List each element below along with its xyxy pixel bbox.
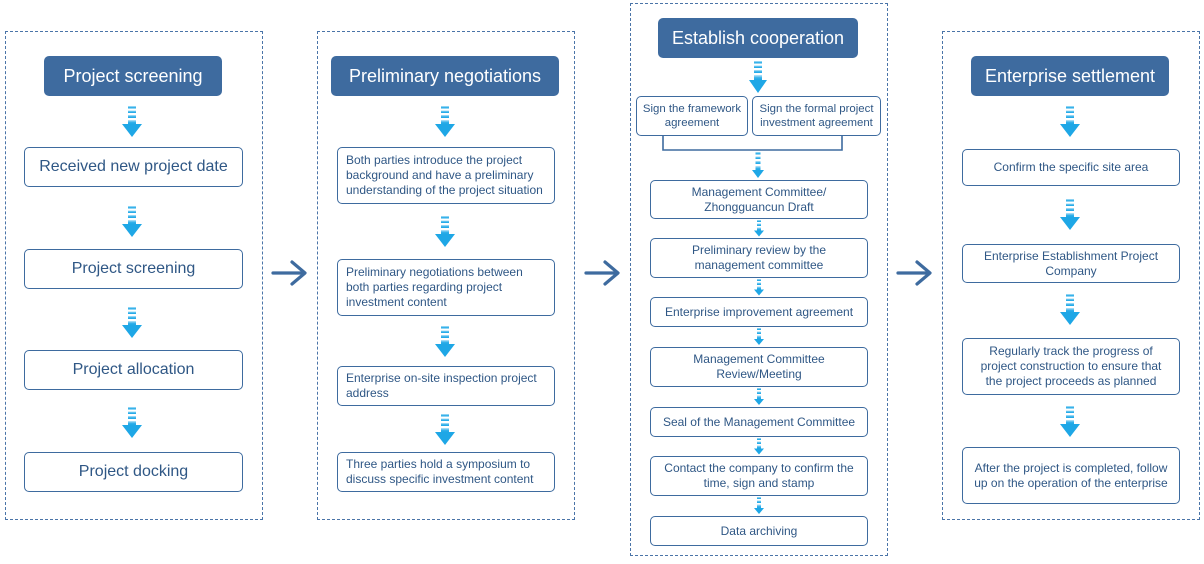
- stage-4-title: Enterprise settlement: [971, 56, 1169, 96]
- formal-agreement-box: Sign the formal project investment agree…: [752, 96, 881, 136]
- stage-1-step-1: Received new project date: [24, 147, 243, 187]
- stage-3-step-2: Preliminary review by the management com…: [650, 238, 868, 278]
- stage-4-step-4: After the project is completed, follow u…: [962, 447, 1180, 504]
- down-arrow-icon: [435, 414, 455, 445]
- down-arrow-icon: [122, 206, 142, 237]
- stage-2-step-4: Three parties hold a symposium to discus…: [337, 452, 555, 492]
- down-arrow-icon: [122, 307, 142, 338]
- down-arrow-icon: [1060, 106, 1080, 137]
- stage-3-step-5: Seal of the Management Committee: [650, 407, 868, 437]
- stage-1-step-4: Project docking: [24, 452, 243, 492]
- down-arrow-icon: [435, 106, 455, 137]
- flow-arrow-1-2: [271, 260, 307, 286]
- down-arrow-icon: [752, 152, 764, 178]
- stage-4-panel: [942, 31, 1200, 520]
- down-arrow-icon: [754, 220, 764, 237]
- down-arrow-icon: [1060, 199, 1080, 230]
- stage-3-title: Establish cooperation: [658, 18, 858, 58]
- stage-2-title: Preliminary negotiations: [331, 56, 559, 96]
- down-arrow-icon: [435, 216, 455, 247]
- stage-2-step-1: Both parties introduce the project backg…: [337, 147, 555, 204]
- flow-arrow-2-3: [584, 260, 620, 286]
- down-arrow-icon: [754, 497, 764, 514]
- stage-3-panel: [630, 3, 888, 556]
- down-arrow-icon: [122, 407, 142, 438]
- down-arrow-icon: [754, 279, 764, 296]
- stage-2-step-2: Preliminary negotiations between both pa…: [337, 259, 555, 316]
- down-arrow-icon: [1060, 406, 1080, 437]
- stage-4-step-2: Enterprise Establishment Project Company: [962, 244, 1180, 283]
- stage-3-step-4: Management Committee Review/Meeting: [650, 347, 868, 387]
- down-arrow-icon: [1060, 294, 1080, 325]
- agreement-merge-bracket: [662, 135, 843, 151]
- down-arrow-icon: [749, 61, 767, 93]
- stage-1-panel: [5, 31, 263, 520]
- stage-3-step-3: Enterprise improvement agreement: [650, 297, 868, 327]
- stage-3-step-6: Contact the company to confirm the time,…: [650, 456, 868, 496]
- stage-3-step-7: Data archiving: [650, 516, 868, 546]
- stage-2-panel: [317, 31, 575, 520]
- down-arrow-icon: [754, 388, 764, 405]
- stage-2-step-3: Enterprise on-site inspection project ad…: [337, 366, 555, 406]
- down-arrow-icon: [122, 106, 142, 137]
- down-arrow-icon: [435, 326, 455, 357]
- stage-4-step-3: Regularly track the progress of project …: [962, 338, 1180, 395]
- stage-1-step-3: Project allocation: [24, 350, 243, 390]
- flow-arrow-3-4: [896, 260, 932, 286]
- stage-3-step-1: Management Committee/ Zhongguancun Draft: [650, 180, 868, 219]
- stage-1-step-2: Project screening: [24, 249, 243, 289]
- framework-agreement-box: Sign the framework agreement: [636, 96, 748, 136]
- stage-4-step-1: Confirm the specific site area: [962, 149, 1180, 186]
- down-arrow-icon: [754, 328, 764, 345]
- stage-1-title: Project screening: [44, 56, 222, 96]
- down-arrow-icon: [754, 438, 764, 455]
